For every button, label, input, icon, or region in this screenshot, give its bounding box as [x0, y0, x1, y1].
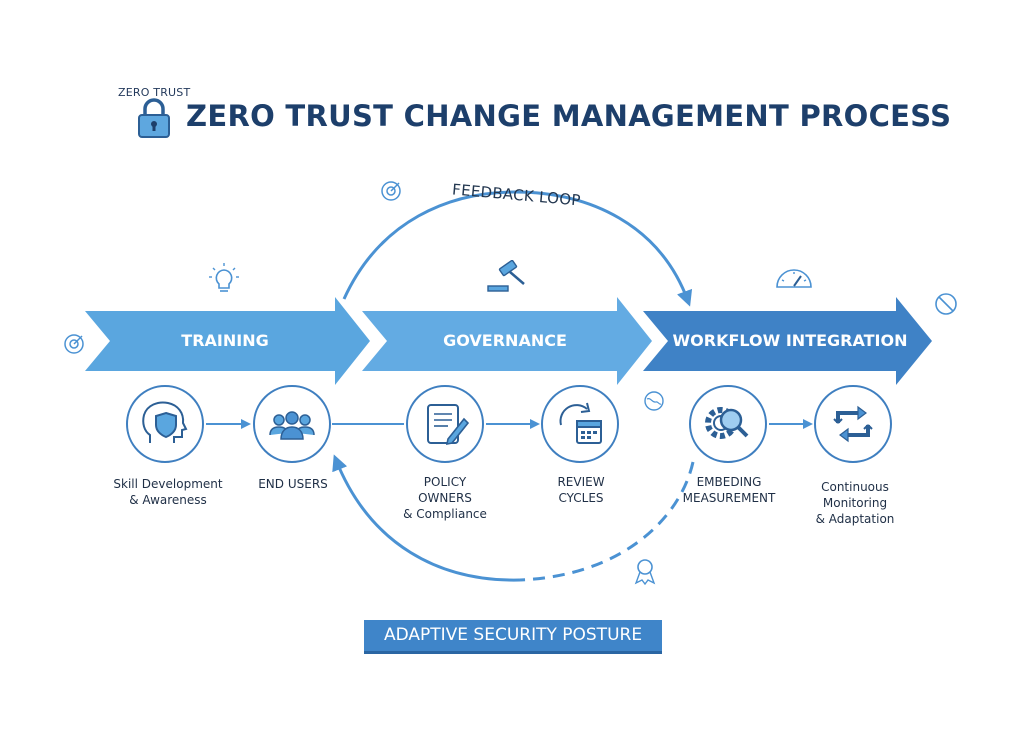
users-group-icon	[269, 411, 315, 440]
gear-magnifier-icon	[705, 407, 749, 439]
feedback-arc-top	[342, 190, 693, 307]
node-skill-development	[126, 385, 204, 463]
phase-label-training: TRAINING	[181, 331, 269, 350]
phase-arrow-governance	[362, 297, 652, 385]
phase-label-governance: GOVERNANCE	[443, 331, 567, 350]
header-lock-icon	[136, 97, 172, 139]
node-end-users	[253, 385, 331, 463]
lightbulb-icon	[208, 262, 240, 296]
adaptive-security-posture-banner: ADAPTIVE SECURITY POSTURE	[364, 620, 662, 654]
node-policy-owners	[406, 385, 484, 463]
page-title: ZERO TRUST CHANGE MANAGEMENT PROCESS	[186, 99, 952, 133]
target-icon	[380, 180, 402, 202]
globe-icon	[643, 390, 665, 412]
head-shield-icon	[142, 401, 188, 443]
award-ribbon-icon	[632, 557, 658, 586]
phase-arrow-workflow	[643, 297, 932, 385]
node-label-continuous: Continuous Monitoring & Adaptation	[815, 480, 895, 526]
node-label-end-users: END USERS	[258, 477, 328, 491]
target-icon	[63, 333, 85, 355]
blocked-icon	[934, 292, 958, 316]
phase-label-workflow: WORKFLOW INTEGRATION	[672, 331, 908, 350]
policy-scroll-icon	[427, 404, 470, 446]
cycle-arrows-icon	[833, 405, 873, 443]
phase-arrow-training	[85, 297, 370, 385]
lock-caption: ZERO TRUST	[118, 86, 191, 99]
feedback-arc-bottom-dashed	[519, 461, 695, 582]
node-embedding-measurement	[689, 385, 767, 463]
node-label-policy: POLICY OWNERS & Compliance	[403, 475, 487, 521]
gauge-icon	[774, 264, 814, 290]
node-label-review: REVIEW CYCLES	[557, 475, 605, 505]
feedback-arc-bottom-solid	[332, 454, 521, 582]
node-label-skill: Skill Development & Awareness	[113, 477, 223, 507]
node-label-embedding: EMBEDING MEASUREMENT	[682, 475, 776, 505]
node-review-cycles	[541, 385, 619, 463]
gavel-icon	[486, 259, 530, 294]
review-calendar-icon	[559, 402, 602, 444]
node-continuous-monitoring	[814, 385, 892, 463]
